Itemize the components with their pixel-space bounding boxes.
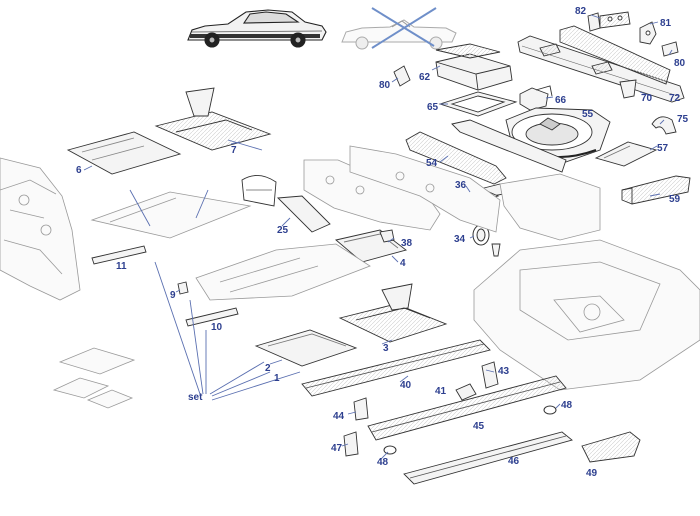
part-6-floor-panel (66, 131, 182, 175)
part-70-longitudinal-rail (517, 35, 685, 103)
part-11-sill-strip (91, 245, 147, 265)
callout-46[interactable]: 46 (508, 456, 520, 467)
part-49-end-piece (581, 431, 641, 463)
part-82-bracket (587, 11, 631, 32)
coupe-car-illustration (187, 9, 327, 48)
rear-quarter-ghost (303, 145, 601, 241)
callout-10[interactable]: 10 (211, 322, 223, 333)
part-57-panel (594, 141, 658, 167)
part-47-bracket (343, 431, 359, 457)
callout-1[interactable]: 1 (274, 373, 280, 384)
part-75-clip (651, 116, 677, 135)
callout-65[interactable]: 65 (427, 102, 439, 113)
part-65-panel (438, 91, 518, 117)
roadster-car-illustration-crossed-out (341, 7, 457, 50)
part-48-grommet-left (383, 445, 397, 455)
callout-4[interactable]: 4 (400, 258, 406, 269)
floor-assembly-ghost (195, 243, 371, 301)
part-59-rear-member (621, 175, 691, 205)
callout-43[interactable]: 43 (498, 366, 510, 377)
callout-48-left[interactable]: 48 (377, 457, 389, 468)
part-66-bracket (519, 85, 553, 111)
part-44-bracket (353, 397, 369, 421)
part-40-inner-sill (301, 339, 491, 397)
small-panels-ghost (52, 347, 136, 409)
part-34-pin (491, 243, 501, 257)
part-34-grommet (472, 224, 490, 246)
part-46-outer-sill (403, 431, 573, 485)
part-80-bracket-right (661, 41, 679, 57)
callout-48-right[interactable]: 48 (561, 400, 573, 411)
part-2-floor-pan (254, 329, 358, 367)
callout-6[interactable]: 6 (76, 165, 82, 176)
part-10-strip (185, 307, 239, 327)
callout-11[interactable]: 11 (116, 261, 127, 272)
callout-75[interactable]: 75 (677, 114, 689, 125)
front-body-ghost (0, 157, 81, 301)
callout-41[interactable]: 41 (435, 386, 447, 397)
callout-62[interactable]: 62 (419, 72, 431, 83)
callout-34[interactable]: 34 (454, 234, 466, 245)
callout-66[interactable]: 66 (555, 95, 567, 106)
callout-set[interactable]: set (188, 392, 203, 403)
callout-57[interactable]: 57 (657, 143, 669, 154)
part-43-bracket (481, 361, 499, 389)
part-9-small-bracket (177, 281, 189, 295)
callout-40[interactable]: 40 (400, 380, 412, 391)
callout-45[interactable]: 45 (473, 421, 485, 432)
part-62-box-section (435, 43, 513, 91)
callout-49[interactable]: 49 (586, 468, 598, 479)
callout-36[interactable]: 36 (455, 180, 467, 191)
callout-25[interactable]: 25 (277, 225, 289, 236)
callout-38[interactable]: 38 (401, 238, 413, 249)
callout-81[interactable]: 81 (660, 18, 672, 29)
callout-54[interactable]: 54 (426, 158, 438, 169)
part-72-rail-front (559, 25, 671, 99)
part-38-clip (379, 229, 395, 243)
callout-55[interactable]: 55 (582, 109, 594, 120)
callout-82[interactable]: 82 (575, 6, 587, 17)
callout-9[interactable]: 9 (170, 290, 176, 301)
part-45-rocker-panel (367, 375, 567, 441)
rear-floor-ghost (473, 239, 700, 391)
callout-44[interactable]: 44 (333, 411, 345, 422)
callout-2[interactable]: 2 (265, 363, 271, 374)
callout-47[interactable]: 47 (331, 443, 343, 454)
part-48-grommet-right (543, 405, 557, 415)
part-80-bracket-left (393, 65, 411, 87)
callout-3[interactable]: 3 (383, 343, 389, 354)
part-41-bracket (455, 383, 477, 401)
callout-72[interactable]: 72 (669, 93, 681, 104)
callout-59[interactable]: 59 (669, 194, 681, 205)
callout-80-right[interactable]: 80 (674, 58, 686, 69)
part-7-floor-panel (154, 87, 272, 151)
part-25-crossmember (241, 175, 331, 233)
part-3-floor-pan (338, 283, 448, 343)
callout-70[interactable]: 70 (641, 93, 653, 104)
part-81-mount (639, 21, 657, 45)
callout-80-left[interactable]: 80 (379, 80, 391, 91)
leader-lines (83, 14, 673, 461)
front-floor-ghost (90, 191, 252, 239)
callout-7[interactable]: 7 (231, 145, 237, 156)
